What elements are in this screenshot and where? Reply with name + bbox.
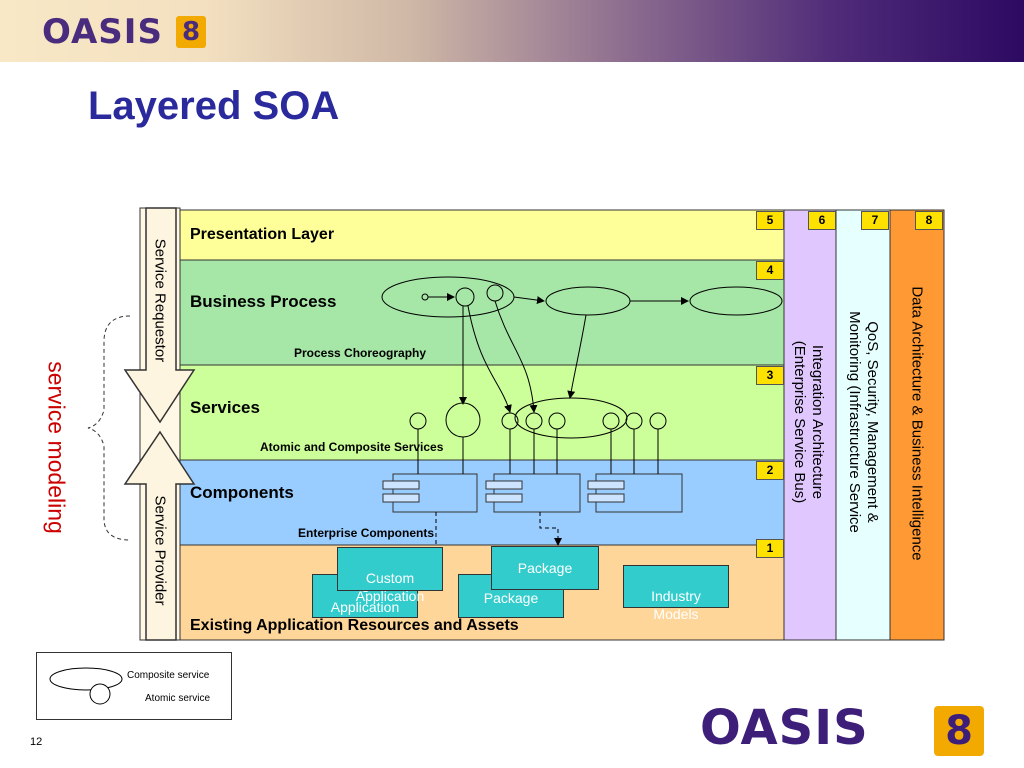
invocation-arrow (467, 305, 512, 413)
components-layer-band (179, 459, 785, 546)
qos-label: QoS, Security, Management & Monitoring (… (845, 252, 881, 592)
process-choreography-label: Process Choreography (294, 346, 427, 360)
industry-models-box: Industry Models (623, 565, 729, 622)
atomic-composite-services-label: Atomic and Composite Services (260, 440, 444, 454)
component-asset-link (539, 512, 562, 546)
oasis-footer-logo: OASIS (700, 700, 869, 756)
qos-line-2: Monitoring (Infrastructure Service (846, 311, 863, 533)
enterprise-components-label: Enterprise Components (298, 526, 435, 540)
layer-number-badge: 3 (756, 366, 784, 385)
presentation-layer-title: Presentation Layer (190, 226, 335, 243)
data-column (889, 209, 945, 641)
custom-application-back-label: Application (330, 599, 400, 615)
custom-application-box: Custom Application (337, 547, 443, 604)
atomic-service-circle (455, 287, 475, 307)
invocation-arrow (494, 300, 538, 413)
layer-number-badge: 5 (756, 211, 784, 230)
integration-line-1: Integration Architecture (809, 344, 826, 500)
oasis-logo-badge: 8 (176, 16, 206, 48)
enterprise-component (485, 473, 581, 513)
package-back-label: Package (483, 590, 539, 606)
legend-shapes (49, 667, 123, 705)
layer-number-badge: 1 (756, 539, 784, 558)
service-requestor-label: Service Requestor (151, 238, 169, 363)
legend: Composite service Atomic service (36, 652, 232, 720)
legend-atomic-circle (89, 683, 111, 705)
slide-number: 12 (30, 736, 43, 748)
business-process-layer-band (179, 259, 785, 366)
services-layer-band (179, 364, 785, 461)
enterprise-component (382, 473, 478, 513)
oasis-logo: OASIS (42, 12, 163, 52)
service-requestor-arrow (123, 207, 196, 424)
service-modeling-label: service modeling (43, 361, 70, 534)
invocation-arrow (567, 314, 587, 399)
oasis-logo-text: OASIS (42, 12, 163, 52)
composite-service-ellipse (689, 286, 783, 316)
oasis-footer-badge-text: 8 (945, 708, 973, 754)
integration-line-2: (Enterprise Service Bus) (791, 340, 808, 504)
package-label: Package (517, 560, 573, 576)
business-process-layer-title: Business Process (190, 292, 337, 311)
header-banner: OASIS 8 (0, 0, 1024, 62)
custom-application-label: Custom Application (355, 570, 425, 604)
qos-line-1: QoS, Security, Management & (864, 321, 881, 523)
layer-number-badge: 8 (915, 211, 943, 230)
layer-number-badge: 6 (808, 211, 836, 230)
legend-composite-label: Composite service (127, 670, 210, 681)
enterprise-component (587, 473, 683, 513)
integration-architecture-label: Integration Architecture (Enterprise Ser… (790, 252, 826, 592)
package-box: Package (491, 546, 599, 590)
existing-assets-layer-title: Existing Application Resources and Asset… (190, 617, 519, 634)
qos-column (835, 209, 891, 641)
legend-atomic-label: Atomic service (145, 693, 211, 704)
legend-composite-ellipse (49, 667, 123, 691)
flow-arrow (513, 296, 545, 305)
services-layer-title: Services (190, 398, 260, 417)
oasis-footer-logo-badge: 8 (934, 706, 984, 756)
page-title: Layered SOA (88, 84, 340, 128)
oasis-footer-logo-text: OASIS (700, 700, 869, 756)
service-provider-label: Service Provider (151, 495, 169, 606)
industry-models-label: Industry Models (651, 588, 701, 622)
service-provider-arrow (123, 430, 196, 641)
data-architecture-label: Data Architecture & Business Intelligenc… (908, 286, 926, 561)
layer-number-badge: 4 (756, 261, 784, 280)
presentation-layer-band (179, 209, 785, 261)
components-layer-title: Components (190, 483, 294, 502)
service-modeling-brace (87, 315, 131, 541)
layer-number-badge: 2 (756, 461, 784, 480)
oasis-logo-badge-text: 8 (181, 17, 201, 47)
layer-number-badge: 7 (861, 211, 889, 230)
